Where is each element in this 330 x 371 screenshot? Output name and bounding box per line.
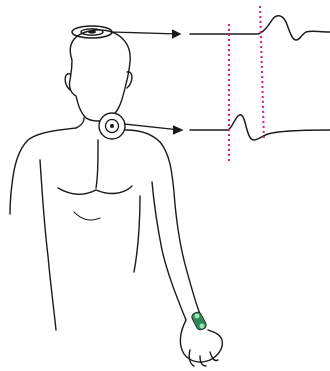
- latency-markers: [229, 6, 264, 164]
- chest-line: [58, 186, 132, 194]
- finger-1: [189, 350, 194, 366]
- body-outline: [10, 30, 222, 366]
- waveforms: [190, 16, 330, 140]
- scalp-electrode: [72, 26, 112, 38]
- arm-inner: [152, 182, 186, 320]
- right-shoulder: [126, 130, 200, 314]
- neck-lead-arrow: [173, 126, 182, 134]
- neck-trace: [190, 115, 330, 140]
- scalp-lead-arrow: [172, 30, 180, 38]
- wrist-stimulator: [190, 311, 207, 332]
- abdomen-curve: [74, 212, 100, 220]
- neck-lead: [124, 124, 180, 130]
- torso-left: [40, 160, 56, 330]
- sternum-line: [96, 140, 98, 188]
- neck-electrode: [99, 113, 125, 139]
- head-outline: [69, 30, 130, 121]
- torso-right: [134, 196, 140, 272]
- scalp-lead: [112, 32, 178, 34]
- neck-left: [76, 118, 84, 128]
- latency-marker-2: [260, 6, 264, 140]
